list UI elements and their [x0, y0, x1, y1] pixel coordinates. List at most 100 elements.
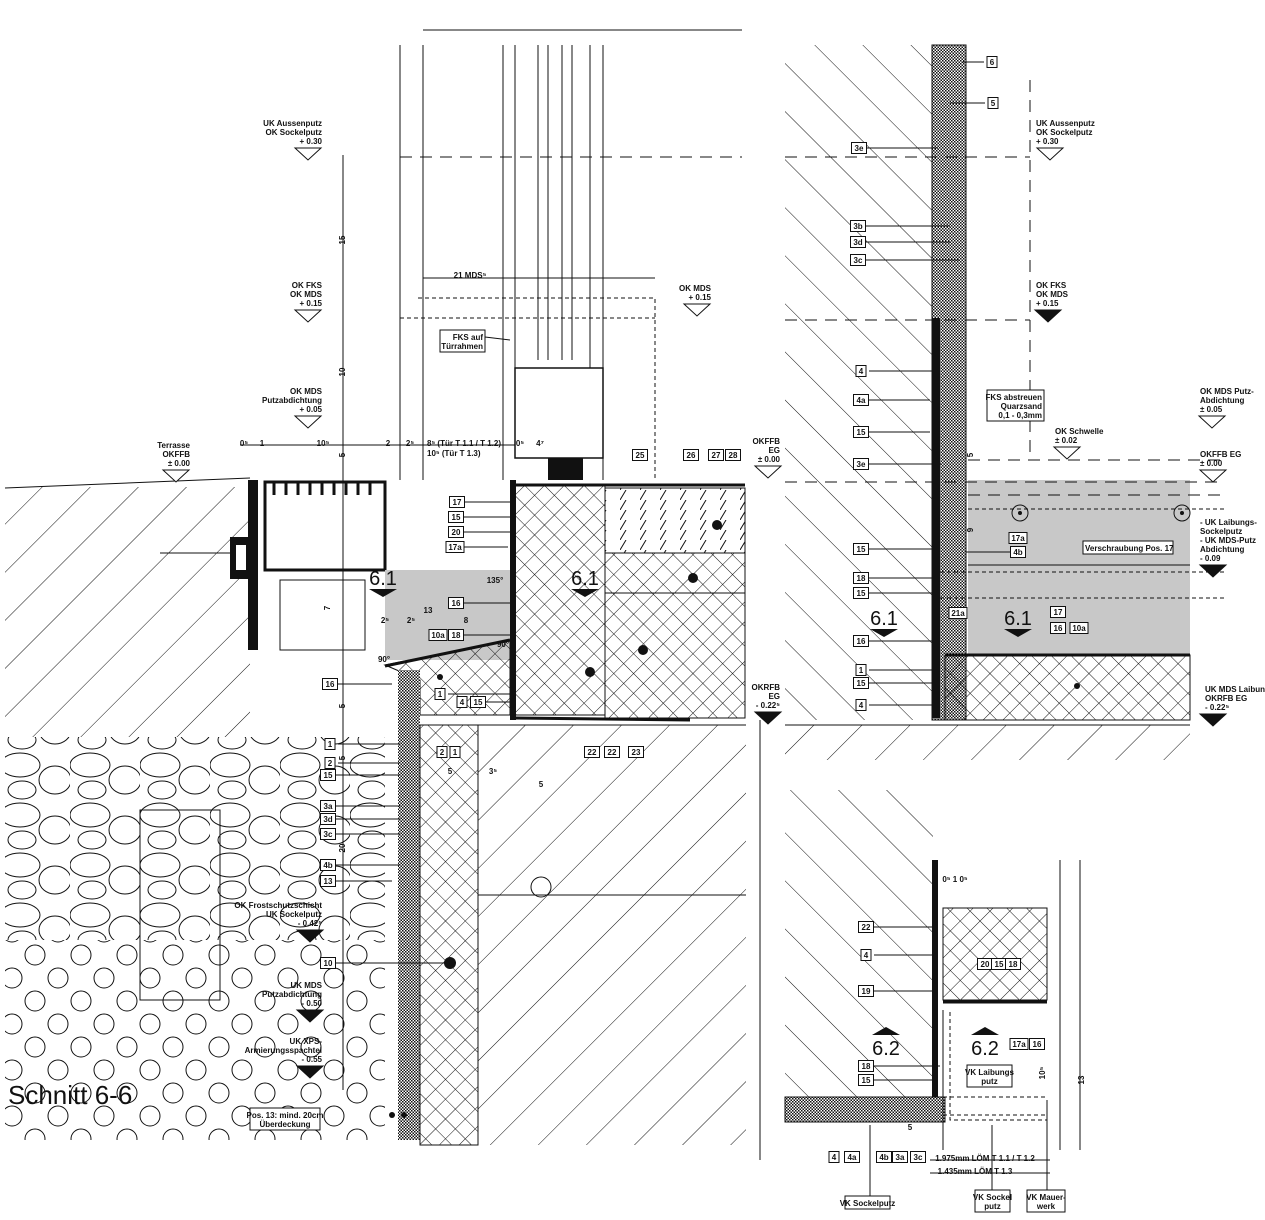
position-tag: 16 — [853, 635, 869, 647]
level-triangle-open-icon — [753, 465, 783, 479]
position-tag-label: 17a — [1011, 534, 1025, 543]
section-marker: 6.2 — [971, 1027, 999, 1060]
level-triangle-open-icon — [293, 309, 323, 323]
position-tag-label: 20 — [452, 528, 461, 537]
section-marker: 6.1 — [1004, 608, 1032, 637]
position-tag-label: 6 — [990, 58, 995, 67]
position-tag-label: 4 — [864, 951, 869, 960]
position-tag: 15 — [448, 511, 464, 523]
section-marker: 6.1 — [369, 568, 397, 597]
section-marker: 6.1 — [870, 608, 898, 637]
position-tag: 15 — [991, 958, 1007, 970]
note-pos13-ueberdeckung — [249, 1107, 321, 1131]
elevation-label-line: ± 0.00 — [758, 455, 781, 464]
dimension-label: 4⁷ — [536, 439, 544, 448]
position-tag: 4b — [320, 859, 336, 871]
level-triangle-filled-icon — [295, 1065, 325, 1079]
position-tag: 10a — [428, 629, 448, 641]
note-fks-abstreuen-text: FKS abstreuen — [986, 393, 1043, 402]
position-tag-label: 17 — [1054, 608, 1063, 617]
elevation-label: OKFFB EG± 0.00 — [1200, 450, 1241, 468]
elevation-label-line: Terrasse — [157, 441, 190, 450]
position-tag: 22 — [858, 921, 874, 933]
position-tag: 3a — [892, 1151, 908, 1163]
elevation-marker: OK MDS+ 0.15 — [679, 284, 712, 317]
note-vk-mauerwerk-text: werk — [1036, 1202, 1056, 1211]
dimension-label: 2⁵ — [407, 616, 415, 625]
position-tag: 15 — [320, 769, 336, 781]
dimension-label: 15 — [338, 235, 347, 244]
dimension-label: 135° — [487, 576, 504, 585]
elevation-label: OK MDS+ 0.15 — [679, 284, 712, 302]
position-tag-label: 21a — [951, 609, 965, 618]
elevation-label-line: Putzabdichtung — [262, 990, 322, 999]
dimension-label: 2 — [386, 439, 391, 448]
elevation-label-line: Putzabdichtung — [262, 396, 322, 405]
elevation-label-line: Sockelputz — [1200, 527, 1242, 536]
section-label: 6.2 — [872, 1038, 900, 1060]
position-tag: 15 — [853, 587, 869, 599]
drainage-gutter — [263, 480, 387, 572]
note-vk-sockel-putz-text: putz — [984, 1202, 1000, 1211]
note-vk-mauerwerk-text: VK Mauer- — [1026, 1193, 1066, 1202]
level-triangle-open-icon — [1035, 147, 1065, 161]
position-tag-label: 17a — [1012, 1040, 1026, 1049]
level-triangle-filled-icon — [295, 1009, 325, 1023]
section-label: 6.1 — [369, 568, 397, 590]
elevation-label-line: OK MDS — [1036, 290, 1069, 299]
note-pos13-ueberdeckung-text: Überdeckung — [259, 1120, 310, 1129]
dimension-label: 13 — [1077, 1075, 1086, 1084]
soil-hatch — [5, 487, 250, 737]
position-tag: 28 — [725, 449, 741, 461]
note-fks-tuerrahmen-text: FKS auf — [453, 333, 484, 342]
dimension-label: 10⁵ — [1038, 1066, 1047, 1079]
elevation-label-line: - 0.22⁵ — [1205, 703, 1229, 712]
position-tag-label: 5 — [991, 99, 996, 108]
position-tag: 17a — [1009, 1038, 1029, 1050]
position-tag-label: 15 — [857, 545, 866, 554]
note-verschraubung-text: Verschraubung Pos. 17 — [1085, 544, 1174, 553]
position-tag: 1 — [434, 688, 446, 700]
position-tag-label: 3c — [854, 256, 863, 265]
position-tag-label: 2 — [328, 759, 333, 768]
position-tag-label: 15 — [857, 589, 866, 598]
position-tag: 17 — [1050, 606, 1066, 618]
position-tag-label: 15 — [474, 698, 483, 707]
position-tag-label: 4 — [460, 698, 465, 707]
gravel-layer — [5, 940, 385, 1140]
elevation-label-line: Abdichtung — [1200, 545, 1245, 554]
position-tag: 16 — [322, 678, 338, 690]
position-tag: 15 — [470, 696, 486, 708]
floor-screed — [604, 487, 746, 554]
note-vk-sockelputz — [844, 1195, 891, 1210]
plinth-plaster — [398, 670, 420, 1140]
position-tag-label: 15 — [324, 771, 333, 780]
position-tag-label: 10 — [324, 959, 333, 968]
position-tag-label: 17a — [448, 543, 462, 552]
terrace-edge — [248, 480, 258, 650]
position-tag-label: 15 — [452, 513, 461, 522]
position-tag-label: 15 — [857, 428, 866, 437]
position-tag: 21a — [948, 607, 968, 619]
position-tag-label: 16 — [452, 599, 461, 608]
position-tag: 3e — [851, 142, 867, 154]
position-tag: 4b — [876, 1151, 892, 1163]
position-tag-label: 18 — [1009, 960, 1018, 969]
elevation-label-line: + 0.15 — [300, 299, 323, 308]
position-tag: 22 — [584, 746, 600, 758]
dimension-label: 2⁵ — [381, 616, 389, 625]
elevation-label-line: OK MDS Putz- — [1200, 387, 1254, 396]
right-lower-detail — [784, 790, 1081, 1174]
elevation-label-line: - 0.09 — [1200, 554, 1221, 563]
position-tag: 25 — [632, 449, 648, 461]
